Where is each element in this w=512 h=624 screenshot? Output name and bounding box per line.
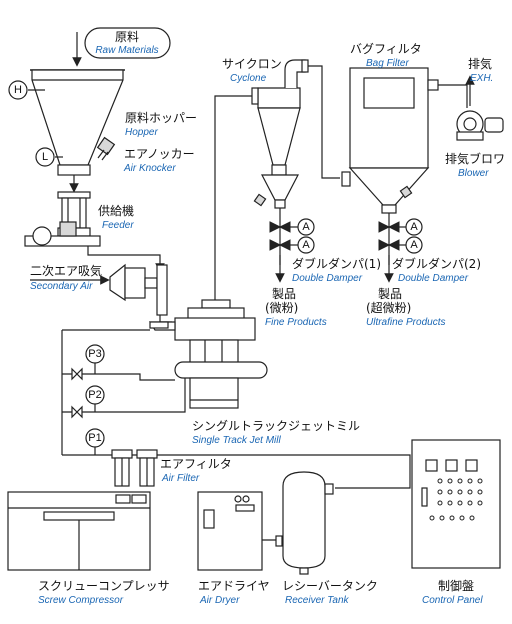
pressure-gauge-p2: P2: [85, 385, 105, 412]
exhaust-label-jp: 排気: [468, 56, 492, 71]
damper-1b-marker: A: [302, 239, 310, 251]
receiver-tank-label-en: Receiver Tank: [285, 595, 350, 606]
receiver-tank-label-jp: レシーバータンク: [282, 579, 378, 593]
air-knocker-label-jp: エアノッカー: [124, 147, 195, 161]
pressure-gauge-p3: P3: [85, 344, 105, 374]
pressure-gauge-p1: P1: [85, 428, 105, 455]
exhaust-label-en: EXH.: [470, 73, 493, 84]
level-low-indicator: [35, 147, 55, 167]
damper-2a-marker: A: [410, 221, 418, 233]
raw-materials-en: Raw Materials: [95, 45, 158, 56]
damper-1a-marker: A: [302, 221, 310, 233]
air-dryer-label-en: Air Dryer: [199, 595, 240, 606]
secondary-air-label-en: Secondary Air: [30, 281, 93, 292]
cyclone: [251, 59, 309, 209]
level-high-label: H: [14, 84, 22, 96]
control-panel-label-jp: 制御盤: [438, 578, 474, 593]
bag-filter: [341, 67, 439, 214]
feeder-to-mill-line: [87, 246, 165, 273]
blower-label-jp: 排気ブロワ: [445, 151, 505, 166]
ultrafine-products-label-jp1: 製品: [378, 287, 402, 301]
raw-materials: 原料 Raw Materials: [84, 27, 171, 59]
air-manifold: [174, 361, 268, 379]
cyclone-to-bagfilter-line: [308, 65, 340, 179]
damper-2b-marker: A: [410, 239, 418, 251]
air-knocker-label-en: Air Knocker: [123, 163, 176, 174]
jet-mill: [148, 299, 268, 409]
air-filter-label-en: Air Filter: [161, 473, 200, 484]
level-high-indicator: [8, 80, 28, 100]
double-damper-2: A A: [378, 213, 423, 265]
feeder: [24, 191, 101, 247]
cyclone-label-en: Cyclone: [230, 73, 267, 84]
air-filter: [111, 449, 158, 487]
gauge-p2-label: P2: [88, 389, 101, 401]
ultrafine-products-label-jp2: (超微粉): [366, 300, 411, 315]
compressor-label-jp: スクリューコンプレッサ: [38, 579, 170, 593]
control-panel-label-en: Control Panel: [422, 595, 483, 606]
double-damper-2-label-jp: ダブルダンパ(2): [392, 256, 481, 271]
double-damper-1: A A: [269, 208, 315, 265]
cyclone-label-jp: サイクロン: [222, 57, 282, 71]
feeder-label-en: Feeder: [102, 220, 134, 231]
control-panel: [411, 439, 501, 569]
level-low-label: L: [42, 151, 48, 163]
air-knocker: [96, 136, 116, 161]
hopper-label-en: Hopper: [125, 127, 158, 138]
receiver-tank: [282, 471, 334, 575]
air-dryer-label-jp: エアドライヤ: [198, 579, 270, 593]
double-damper-2-label-en: Double Damper: [398, 273, 469, 284]
screw-compressor: [7, 491, 151, 571]
secondary-air-inlet: [109, 263, 168, 316]
jet-mill-label-jp: シングルトラックジェットミル: [192, 419, 360, 433]
hopper-label-jp: 原料ホッパー: [125, 111, 197, 125]
fine-products-label-jp2: (微粉): [265, 301, 298, 315]
gauge-p3-label: P3: [88, 348, 101, 360]
bag-filter-label-en: Bag Filter: [366, 58, 409, 69]
air-filter-label-jp: エアフィルタ: [160, 457, 232, 471]
fine-products-label-jp1: 製品: [272, 287, 296, 301]
double-damper-1-label-jp: ダブルダンパ(1): [292, 256, 381, 271]
fine-products-label-en: Fine Products: [265, 317, 327, 328]
gauge-p1-label: P1: [88, 432, 101, 444]
jet-mill-label-en: Single Track Jet Mill: [192, 435, 282, 446]
secondary-air-label-jp: 二次エア吸気: [30, 263, 102, 278]
blower: [456, 110, 504, 141]
double-damper-1-label-en: Double Damper: [292, 273, 363, 284]
blower-label-en: Blower: [458, 168, 489, 179]
raw-materials-jp: 原料: [115, 30, 139, 44]
feeder-label-jp: 供給機: [98, 203, 134, 218]
air-dryer: [197, 491, 263, 571]
compressor-label-en: Screw Compressor: [38, 595, 124, 606]
ultrafine-products-label-en: Ultrafine Products: [366, 317, 445, 328]
bag-filter-label-jp: バグフィルタ: [350, 42, 422, 56]
compressed-air-lines: [61, 329, 411, 489]
mill-to-cyclone-line: [214, 95, 252, 300]
hopper: H L: [8, 69, 125, 176]
bagfilter-to-blower-line: [438, 84, 468, 108]
